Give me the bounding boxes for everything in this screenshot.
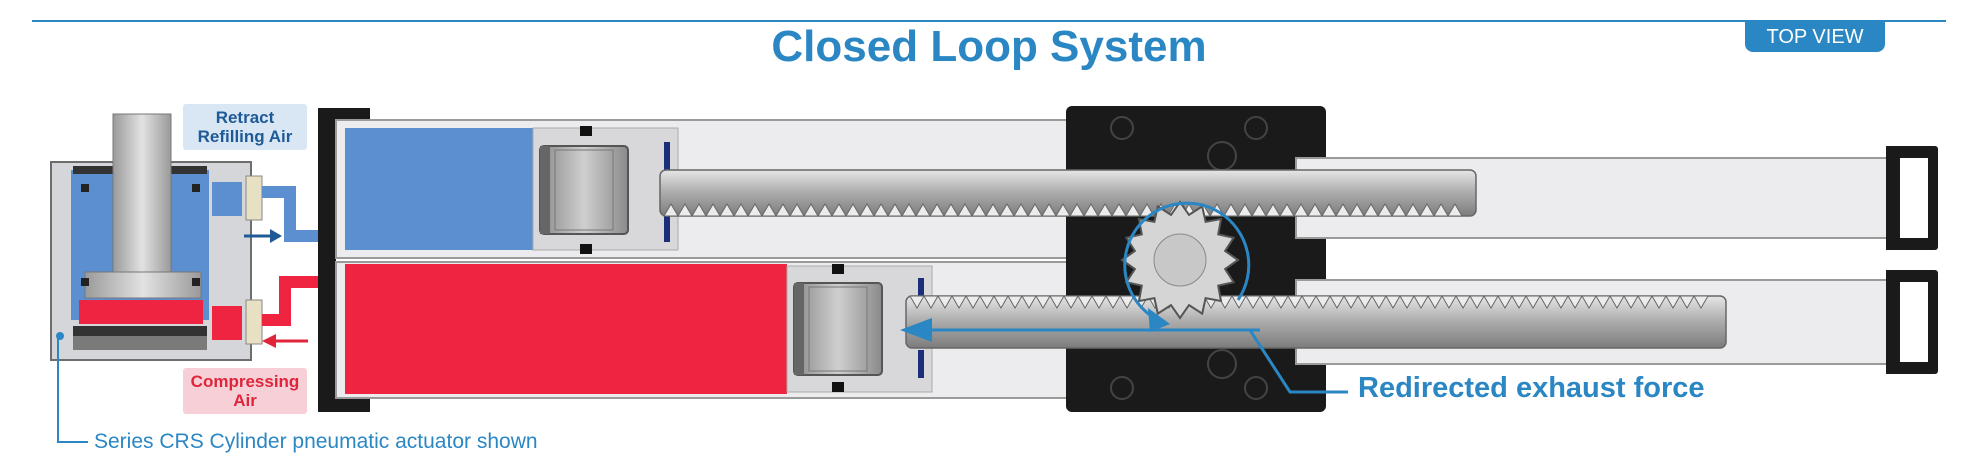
retract-air-tube	[262, 186, 335, 242]
compress-arrow-icon	[262, 334, 308, 348]
top-piston	[539, 126, 670, 254]
retract-label-line1: Retract	[215, 108, 275, 127]
retract-arrow-icon	[244, 229, 282, 243]
diagram-title: Closed Loop System	[771, 22, 1207, 71]
valve-block	[50, 113, 263, 361]
series-leader-line	[57, 336, 88, 443]
compress-callout: Compressing Air	[183, 368, 307, 414]
compress-air-tube	[262, 276, 335, 326]
pinion-gear-icon	[1120, 200, 1240, 320]
bottom-rack-teeth	[909, 295, 1709, 309]
retract-label-line2: Refilling Air	[197, 127, 293, 146]
compress-label-line2: Air	[233, 391, 257, 410]
compress-label-line1: Compressing	[190, 372, 300, 391]
exhaust-leader-line	[1170, 328, 1348, 394]
cylinder-body	[318, 108, 1103, 412]
pinion-rotation-arrow-icon	[1123, 201, 1251, 332]
top-view-badge: TOP VIEW	[1745, 22, 1885, 52]
series-caption: Series CRS Cylinder pneumatic actuator s…	[94, 430, 538, 453]
bottom-piston	[793, 264, 924, 392]
top-rack-teeth	[663, 203, 1463, 217]
retract-callout: Retract Refilling Air	[183, 104, 307, 150]
exhaust-force-label: Redirected exhaust force	[1358, 372, 1705, 404]
